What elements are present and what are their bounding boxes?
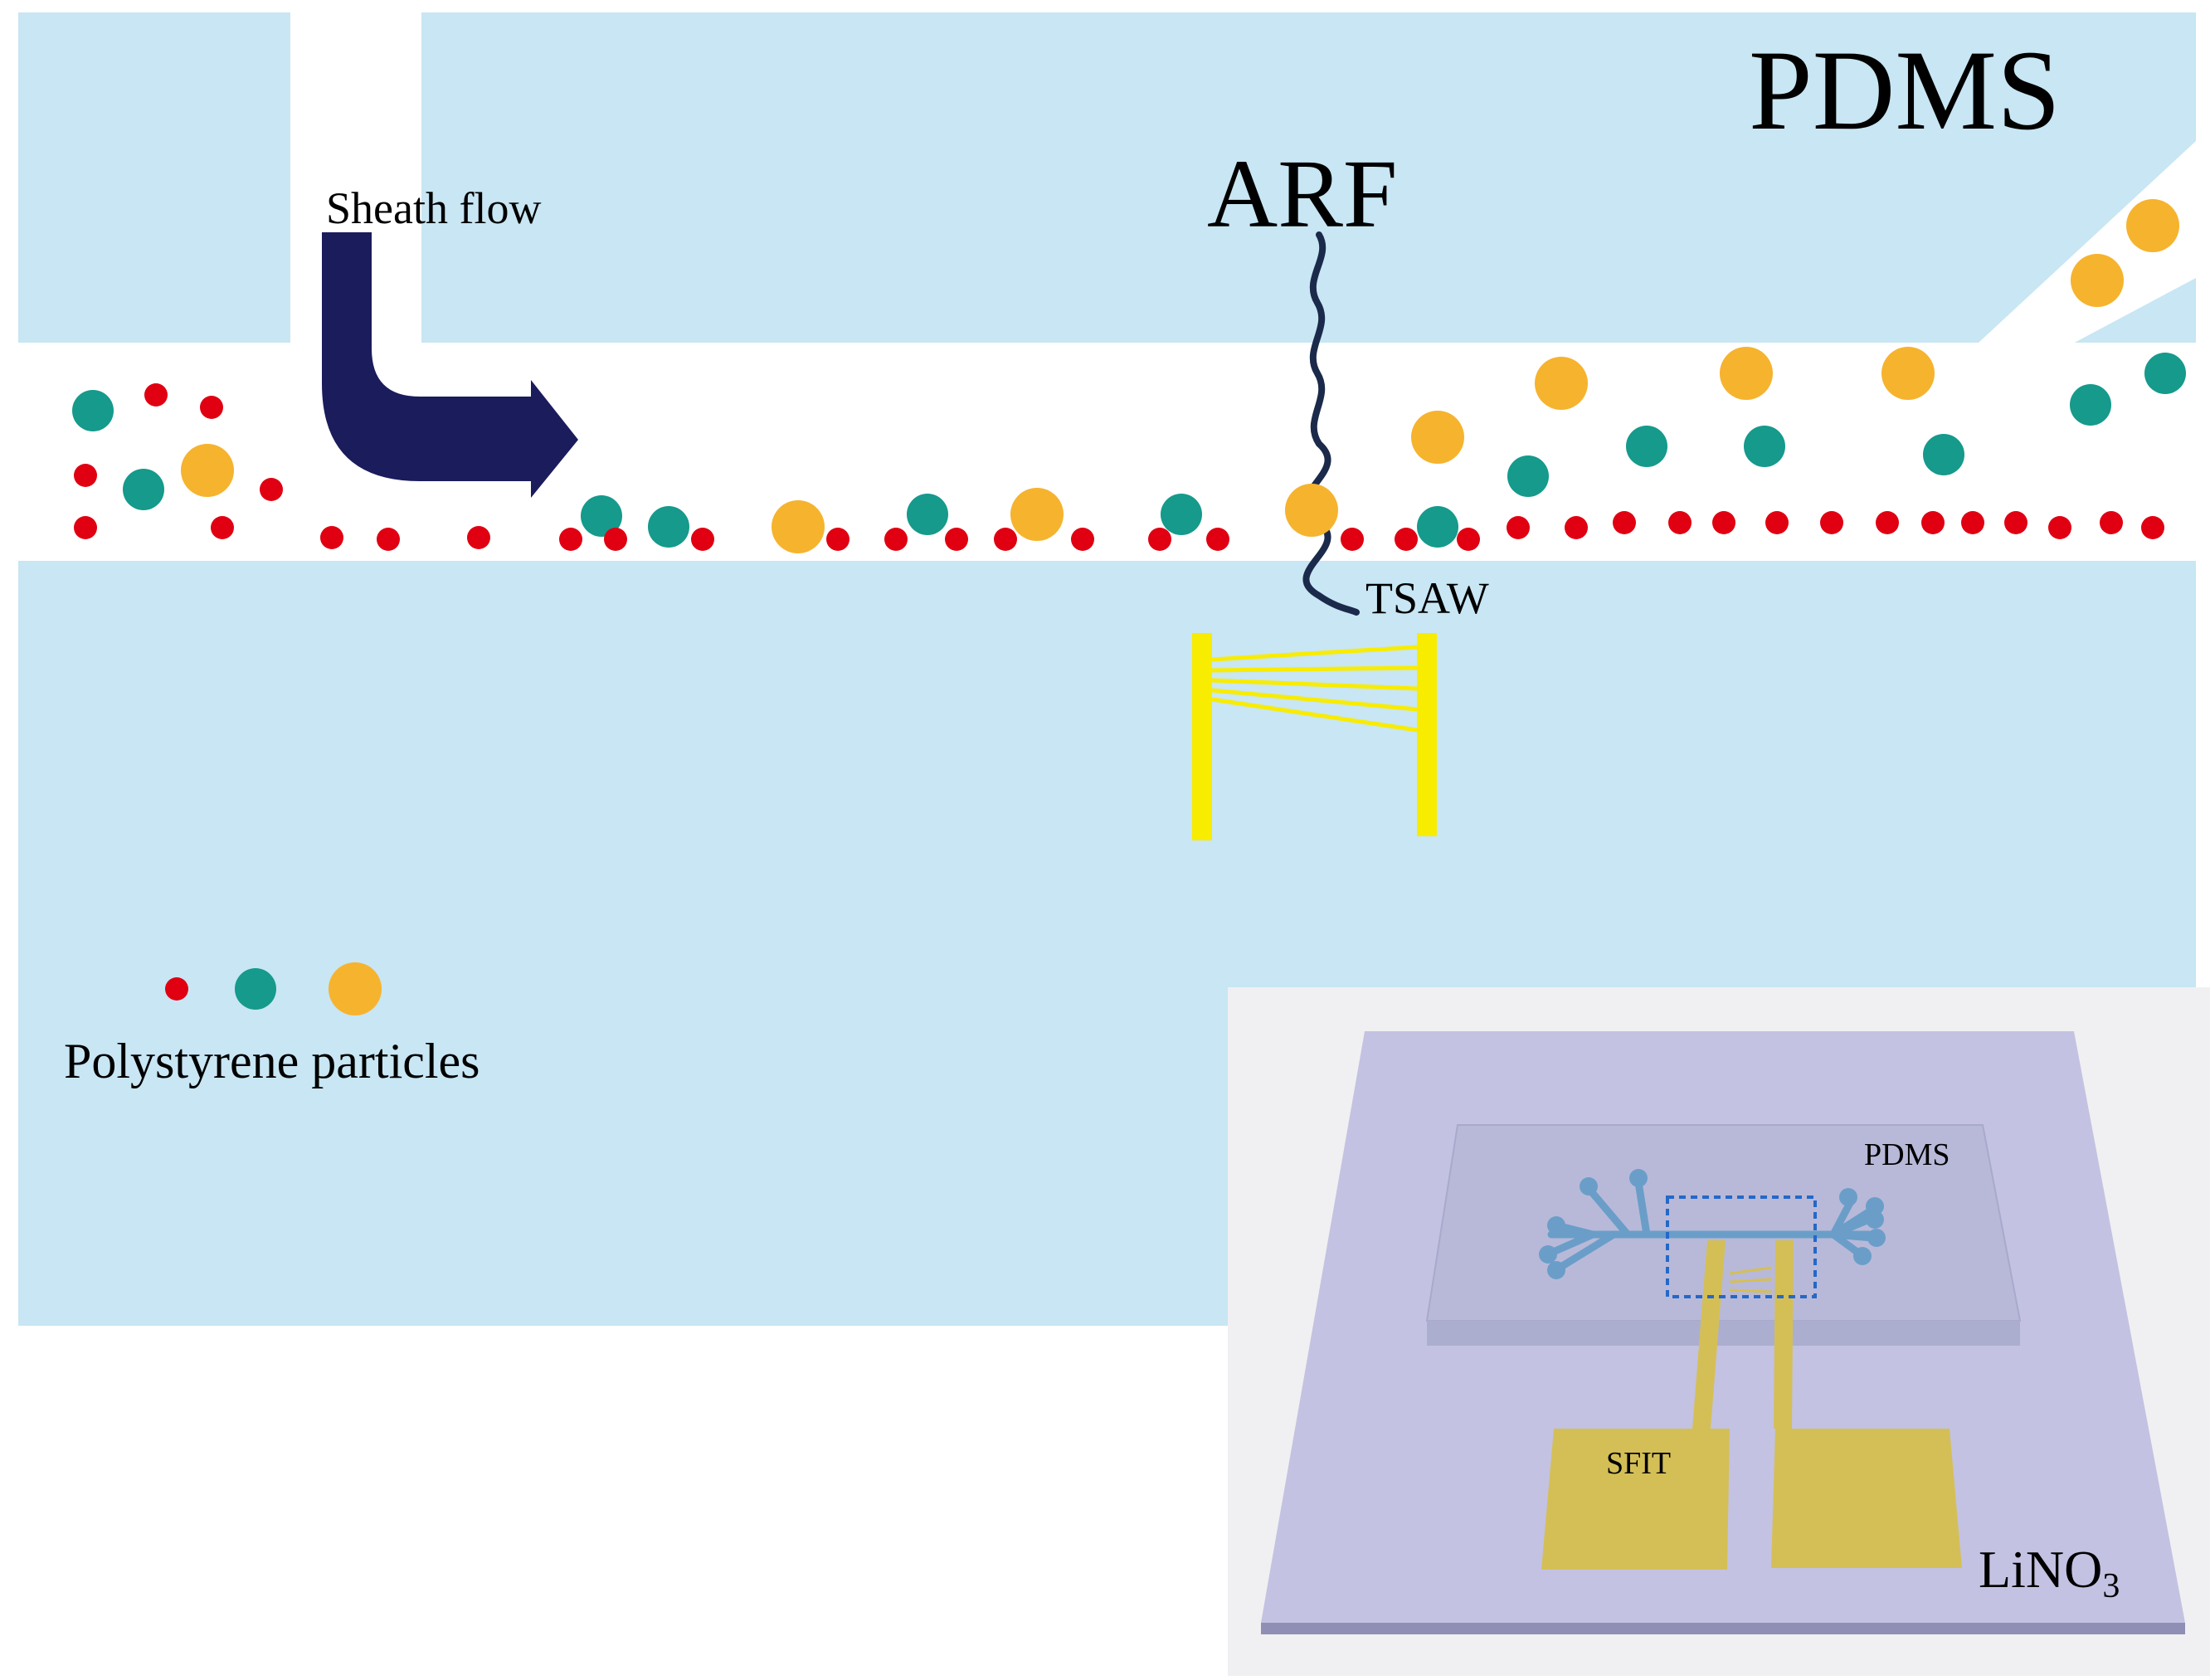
particle-medium: [2070, 384, 2111, 426]
particle-small: [320, 526, 343, 549]
particle-small: [74, 464, 97, 487]
particle-medium: [581, 495, 622, 537]
particle-small: [1071, 528, 1094, 551]
particle-medium: [235, 968, 276, 1010]
substrate-text: LiNO: [1979, 1540, 2103, 1599]
particle-small: [1712, 511, 1735, 534]
particle-small: [2141, 516, 2164, 539]
particle-small: [1507, 516, 1530, 539]
particle-small: [1395, 528, 1418, 551]
arf-wave: [1302, 231, 1360, 616]
particle-large: [1010, 488, 1064, 541]
particle-small: [200, 396, 223, 419]
substrate-subscript: 3: [2102, 1567, 2120, 1605]
particle-medium: [648, 506, 689, 548]
particle-small: [1921, 511, 1945, 534]
lower-blank-area: [0, 1326, 1228, 1676]
particle-small: [1341, 528, 1364, 551]
inset-substrate-edge: [1261, 1623, 2185, 1634]
particles-group: [72, 199, 2186, 1015]
outlet-branch-upper: [1979, 141, 2196, 365]
particle-small: [1613, 511, 1636, 534]
particle-medium: [907, 494, 948, 535]
inset-channel-network: [1547, 1178, 1877, 1272]
particle-small: [1565, 516, 1588, 539]
particle-small: [260, 478, 283, 501]
particle-small: [691, 528, 714, 551]
particle-medium: [1507, 455, 1549, 497]
inset-sfit-label: SFIT: [1606, 1446, 1672, 1481]
particle-medium: [1923, 434, 1964, 475]
particle-small: [1457, 528, 1480, 551]
particle-large: [1720, 347, 1773, 400]
particle-medium: [1626, 426, 1667, 467]
particle-small: [884, 528, 908, 551]
particle-small: [377, 528, 400, 551]
particle-large: [2071, 254, 2124, 307]
particle-small: [994, 528, 1017, 551]
particle-small: [467, 526, 490, 549]
particle-small: [1876, 511, 1899, 534]
inset-gold-traces: [1541, 1240, 1962, 1570]
particle-medium: [72, 390, 114, 431]
particle-medium: [2144, 353, 2186, 394]
idt-electrode: [1192, 633, 1437, 840]
tsaw-label: TSAW: [1365, 573, 1489, 623]
particle-large: [1881, 347, 1935, 400]
particle-small: [144, 383, 168, 407]
particle-small: [1820, 511, 1843, 534]
arf-label: ARF: [1207, 139, 1398, 248]
inset-pdms-label: PDMS: [1864, 1137, 1950, 1172]
particle-small: [945, 528, 968, 551]
particle-small: [559, 528, 582, 551]
particle-small: [165, 977, 188, 1001]
inset-channel-ports: [1539, 1169, 1886, 1279]
particle-small: [1148, 528, 1171, 551]
particle-large: [2126, 199, 2179, 252]
inset-idt: [1729, 1266, 1772, 1293]
inset-pdms-slab-edge: [1427, 1321, 2020, 1346]
particle-medium: [1744, 426, 1785, 467]
particle-large: [329, 962, 382, 1015]
sheath-flow-arrow: [322, 232, 578, 498]
particle-large: [181, 444, 234, 497]
particle-medium: [123, 469, 164, 510]
particle-small: [1206, 528, 1229, 551]
sheath-flow-label: Sheath flow: [326, 183, 542, 233]
particle-large: [1535, 357, 1588, 410]
inset-zoom-box: [1666, 1195, 1817, 1298]
particle-small: [211, 516, 234, 539]
particle-small: [74, 516, 97, 539]
particle-large: [772, 500, 825, 553]
inset-substrate-label: LiNO3: [1979, 1540, 2120, 1605]
particle-medium: [1161, 494, 1202, 535]
outlet-branch-lower: [2041, 390, 2196, 498]
polystyrene-legend-label: Polystyrene particles: [64, 1034, 480, 1088]
inset-illustration: [1228, 987, 2210, 1676]
pdms-title: PDMS: [1749, 27, 2061, 153]
particle-small: [604, 528, 627, 551]
particle-small: [1668, 511, 1692, 534]
particle-large: [1285, 484, 1338, 537]
particle-small: [2048, 516, 2071, 539]
particle-medium: [1417, 506, 1458, 548]
particle-small: [2004, 511, 2027, 534]
particle-small: [1765, 511, 1789, 534]
particle-small: [826, 528, 849, 551]
particle-small: [1961, 511, 1984, 534]
particle-large: [1411, 411, 1464, 464]
particle-small: [2100, 511, 2123, 534]
